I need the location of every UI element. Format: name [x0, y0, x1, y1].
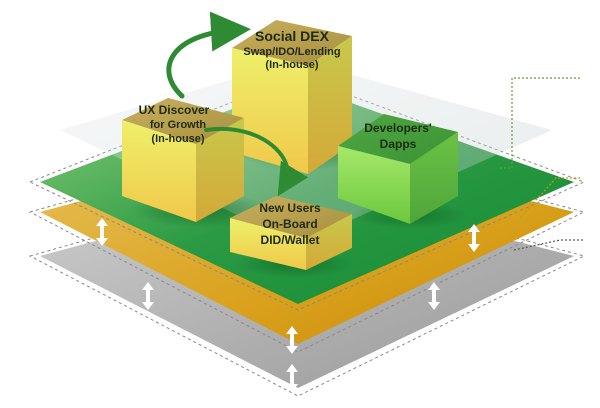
double-headed-arrow-icon [142, 282, 154, 310]
double-headed-arrow-icon [428, 282, 440, 310]
new-users-subtitle: On-Board [262, 217, 317, 231]
social-dex-subtitle: Swap/IDO/Lending [243, 46, 340, 58]
developers-title: Developers' [364, 121, 432, 135]
social-dex-cube [232, 20, 352, 174]
social-dex-title: Social DEX [255, 28, 330, 44]
double-headed-arrow-icon [286, 326, 298, 354]
ux-discover-note: (In-house) [151, 133, 204, 145]
social-dex-note: (In-house) [265, 59, 318, 71]
curved-arrow-icon [204, 126, 309, 197]
ux-discover-cube [122, 98, 244, 222]
new-users-title: New Users [259, 201, 321, 215]
double-headed-arrow-icon [468, 224, 480, 252]
developers-dapps-cube [338, 114, 458, 224]
new-users-cube [230, 196, 352, 270]
double-headed-arrow-icon [286, 364, 298, 392]
curved-arrow-icon [166, 11, 251, 99]
ux-discover-title: UX Discover [139, 103, 210, 117]
leader-line-gold [519, 177, 582, 219]
leader-line-green [500, 77, 580, 169]
developers-subtitle: Dapps [380, 137, 417, 151]
new-users-note: DID/Wallet [261, 233, 320, 247]
double-headed-arrow-icon [96, 218, 108, 246]
ux-discover-subtitle: for Growth [150, 119, 206, 131]
